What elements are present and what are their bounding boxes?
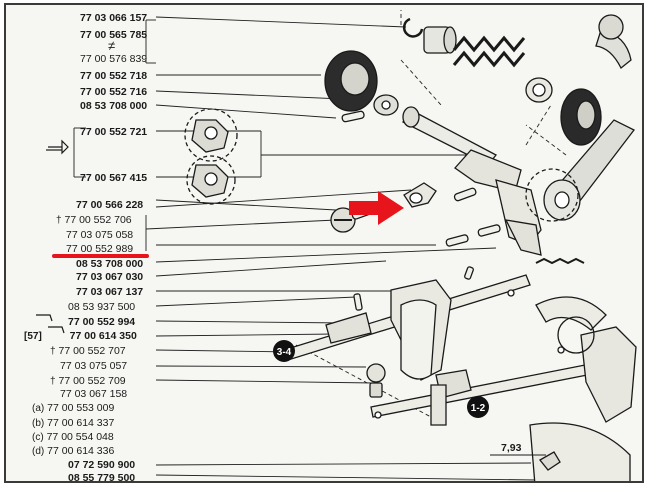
bracket-icons [36, 139, 69, 334]
part-number-row: (c) 77 00 554 048 [32, 431, 114, 444]
part-number-row: † 77 00 552 709 [50, 375, 126, 388]
gear-3-4-marker [273, 340, 295, 362]
part-prefix: [57] [24, 331, 42, 342]
gear-1-2-marker [467, 396, 489, 418]
part-number: 07 72 590 900 [68, 459, 136, 471]
part-number: 08 55 779 500 [68, 472, 136, 483]
gearbox-components [184, 14, 637, 481]
part-number: 77 00 552 707 [58, 345, 126, 357]
part-number-row: † 77 00 552 706 [56, 214, 132, 227]
part-number: 08 53 708 000 [80, 100, 148, 112]
part-number: 77 00 552 709 [58, 375, 126, 387]
gear-3-4-label: 3-4 [277, 347, 292, 358]
part-number: 77 03 075 057 [60, 360, 128, 372]
part-number: 77 00 565 785 [80, 29, 148, 41]
part-number: 77 00 576 839 [80, 53, 148, 65]
part-prefix: † [50, 346, 56, 357]
part-number-highlighted: 77 00 552 989 [66, 243, 134, 255]
part-number-row: † 77 00 552 707 [50, 345, 126, 358]
part-number: 77 00 614 350 [69, 330, 137, 342]
part-number-row: (d) 77 00 614 336 [32, 445, 114, 458]
part-number: 77 00 614 336 [47, 445, 115, 457]
not-equal-symbol: ≠ [108, 38, 116, 53]
part-number: 77 03 075 058 [66, 229, 134, 241]
red-arrow-icon [349, 191, 404, 225]
part-number: 08 53 937 500 [68, 301, 136, 313]
red-underline [52, 254, 149, 258]
dimension-label: 7,93 [501, 442, 522, 454]
part-number-row: (b) 77 00 614 337 [32, 417, 114, 430]
red-highlight [52, 191, 404, 258]
leader-lines [73, 10, 567, 481]
part-number: 77 00 614 337 [47, 417, 115, 429]
callout-markers: 3-4 1-2 7,93 [273, 340, 546, 456]
part-number: 77 00 567 415 [80, 172, 148, 184]
part-prefix: (b) [32, 418, 45, 429]
parts-diagram-frame: 3-4 1-2 7,93 77 03 066 157 77 00 565 785… [4, 3, 644, 483]
part-number: 77 00 552 721 [80, 126, 148, 138]
part-number: 77 00 552 994 [68, 316, 136, 328]
part-number-row: [57] 77 00 614 350 [24, 330, 137, 343]
part-prefix: (a) [32, 403, 45, 414]
part-number: 77 00 554 048 [46, 431, 114, 443]
gear-1-2-label: 1-2 [471, 403, 486, 414]
part-number-row: (a) 77 00 553 009 [32, 402, 114, 415]
part-number: 77 00 553 009 [47, 402, 115, 414]
part-prefix: † [50, 376, 56, 387]
part-number: 77 03 067 158 [60, 388, 128, 400]
part-number: 77 00 566 228 [76, 199, 144, 211]
part-number: 77 00 552 716 [80, 86, 148, 98]
part-prefix: (c) [32, 432, 44, 443]
part-prefix: (d) [32, 446, 45, 457]
part-number: 77 00 552 718 [80, 70, 148, 82]
exploded-parts-diagram: 3-4 1-2 7,93 [36, 10, 637, 481]
part-number: 77 03 066 157 [80, 12, 148, 24]
part-number: 08 53 708 000 [76, 258, 144, 270]
part-number: 77 03 067 137 [76, 286, 144, 298]
part-number: 77 03 067 030 [76, 271, 144, 283]
part-number: 77 00 552 706 [64, 214, 132, 226]
part-prefix: † [56, 215, 62, 226]
